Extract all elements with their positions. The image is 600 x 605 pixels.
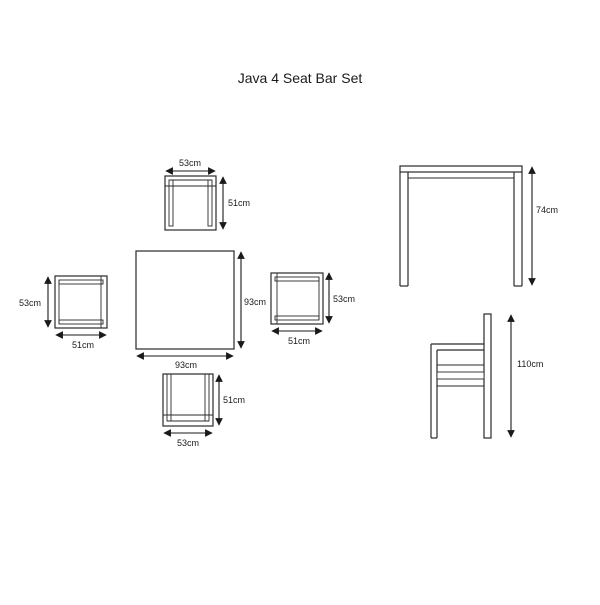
left-chair-depth-label: 51cm [72,340,94,350]
top-chair-plan [164,175,217,231]
left-chair-width-label: 53cm [19,298,41,308]
right-chair-plan [270,272,324,325]
top-chair-width-label: 53cm [179,158,201,168]
top-chair-depth-label: 51cm [228,198,250,208]
right-chair-depth-label: 51cm [288,336,310,346]
chair-height-label: 110cm [517,359,543,369]
left-chair-plan [54,275,108,329]
table-elevation [399,165,523,287]
bottom-chair-width-label: 53cm [177,438,199,448]
table-height-label: 74cm [536,205,558,215]
right-chair-width-label: 53cm [333,294,355,304]
table-width-label: 93cm [175,360,197,370]
bottom-chair-plan [162,373,214,427]
table-depth-label: 93cm [244,297,266,307]
bottom-chair-depth-label: 51cm [223,395,245,405]
chair-elevation [430,313,492,439]
table-plan [135,250,235,350]
diagram-title: Java 4 Seat Bar Set [237,70,363,86]
